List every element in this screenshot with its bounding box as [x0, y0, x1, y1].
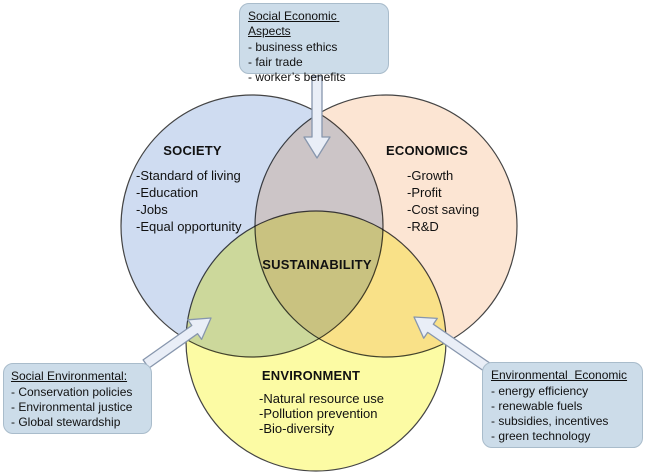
callout-item: - energy efficiency: [491, 384, 589, 398]
environment-item: -Pollution prevention: [259, 406, 378, 421]
callout-item: - renewable fuels: [491, 399, 583, 413]
callout-item: - subsidies, incentives: [491, 414, 609, 428]
callout-social-economic: Social Economic Aspects - business ethic…: [239, 3, 389, 84]
society-label: SOCIETY: [163, 143, 222, 158]
callout-item: - fair trade: [248, 55, 303, 69]
callout-title: Social Environmental:: [11, 369, 128, 383]
sustainability-label: SUSTAINABILITY: [262, 257, 372, 272]
economics-items: -Growth -Profit -Cost saving -R&D: [407, 167, 479, 235]
callout-title: Environmental Economic: [491, 368, 628, 382]
callout-item: - business ethics: [248, 40, 338, 54]
society-item: -Jobs: [136, 202, 168, 217]
society-items: -Standard of living -Education -Jobs -Eq…: [136, 167, 242, 235]
economics-item: -R&D: [407, 219, 439, 234]
callout-title: Social Economic Aspects: [248, 9, 340, 38]
environment-item: -Bio-diversity: [259, 421, 335, 436]
callout-item: - Conservation policies: [11, 385, 133, 399]
arrow-social-economic: [303, 75, 331, 159]
callout-item: - Global stewardship: [11, 415, 121, 429]
economics-item: -Profit: [407, 185, 442, 200]
arrow-social-environmental: [142, 317, 212, 369]
economics-label: ECONOMICS: [386, 143, 468, 158]
economics-item: -Growth: [407, 168, 454, 183]
callout-item: - Environmental justice: [11, 400, 133, 414]
environment-label: ENVIRONMENT: [261, 368, 361, 383]
society-item: -Standard of living: [136, 168, 241, 183]
callout-social-environmental: Social Environmental: - Conservation pol…: [3, 363, 152, 434]
economics-item: -Cost saving: [407, 202, 480, 217]
callout-item: - worker’s benefits: [248, 70, 346, 84]
environment-items: -Natural resource use -Pollution prevent…: [259, 391, 384, 436]
society-item: -Equal opportunity: [136, 219, 242, 234]
society-item: -Education: [136, 185, 199, 200]
environment-item: -Natural resource use: [259, 391, 384, 406]
callout-environmental-economic: Environmental Economic - energy efficien…: [482, 362, 643, 448]
callout-item: - green technology: [491, 429, 591, 443]
